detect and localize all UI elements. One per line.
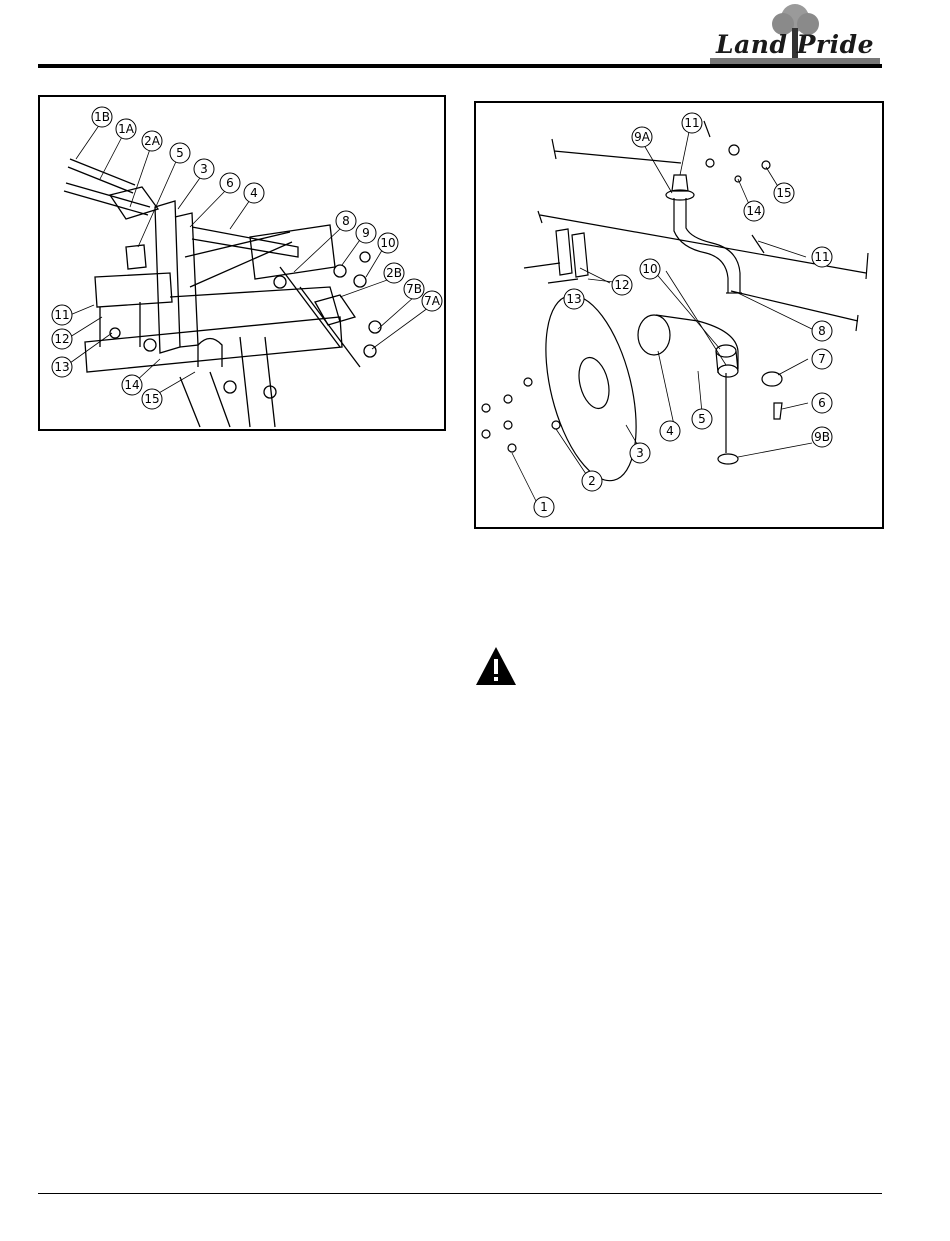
left-assembly-figure: 1B 1A 2A 5 3 6 4 8 9 10 2B 7B 7A 11 12 1… xyxy=(38,95,446,431)
right-callout: 11 xyxy=(684,116,699,130)
left-callout: 6 xyxy=(226,176,234,190)
right-callout: 9B xyxy=(814,430,830,444)
left-callout: 13 xyxy=(54,360,69,374)
right-callout: 3 xyxy=(636,446,644,460)
right-callout: 2 xyxy=(588,474,596,488)
warning-triangle-icon xyxy=(474,645,518,689)
left-callout: 7A xyxy=(424,294,441,308)
left-callout: 1B xyxy=(94,110,110,124)
left-callout: 14 xyxy=(124,378,139,392)
left-callout: 3 xyxy=(200,162,208,176)
land-pride-logo: Land Pride xyxy=(705,0,885,70)
footer-rule xyxy=(38,1193,882,1194)
left-line-art: 1B 1A 2A 5 3 6 4 8 9 10 2B 7B 7A 11 12 1… xyxy=(40,97,444,429)
right-callout: 4 xyxy=(666,424,674,438)
brand-logo-text: Land Pride xyxy=(705,30,885,59)
right-callout: 11 xyxy=(814,250,829,264)
left-callout: 2B xyxy=(386,266,402,280)
right-callout: 15 xyxy=(776,186,791,200)
right-callout: 7 xyxy=(818,352,826,366)
left-callout: 7B xyxy=(406,282,422,296)
header-rule xyxy=(38,64,882,68)
right-callout: 5 xyxy=(698,412,706,426)
right-callout: 10 xyxy=(642,262,657,276)
left-callout: 11 xyxy=(54,308,69,322)
left-callout: 12 xyxy=(54,332,69,346)
left-callout: 2A xyxy=(144,134,161,148)
left-callout: 4 xyxy=(250,186,258,200)
right-assembly-figure: 11 9A 15 14 11 12 13 10 8 7 6 5 4 3 2 1 … xyxy=(474,101,884,529)
right-callout: 13 xyxy=(566,292,581,306)
right-callout: 9A xyxy=(634,130,651,144)
left-callout: 10 xyxy=(380,236,395,250)
right-callout: 14 xyxy=(746,204,761,218)
right-callout: 6 xyxy=(818,396,826,410)
left-callout: 1A xyxy=(118,122,135,136)
right-callout: 8 xyxy=(818,324,826,338)
left-callout: 8 xyxy=(342,214,350,228)
right-line-art: 11 9A 15 14 11 12 13 10 8 7 6 5 4 3 2 1 … xyxy=(476,103,882,527)
left-callout: 5 xyxy=(176,146,184,160)
right-callout: 1 xyxy=(540,500,548,514)
left-callout: 15 xyxy=(144,392,159,406)
left-callout: 9 xyxy=(362,226,370,240)
right-callout: 12 xyxy=(614,278,629,292)
